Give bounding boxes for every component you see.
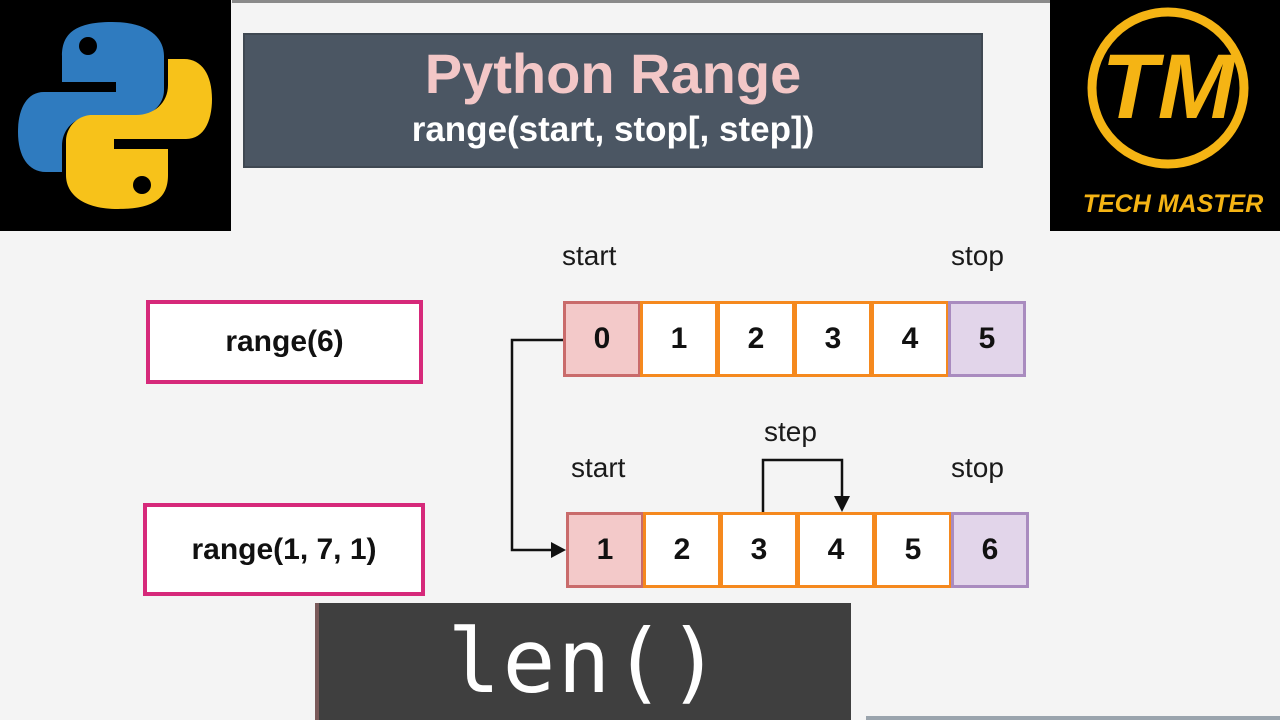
bottom-strip — [866, 716, 1280, 720]
techmaster-monogram: TM — [1102, 36, 1237, 138]
code-range-1-7-1: range(1, 7, 1) — [143, 503, 425, 596]
range-1-7-1-cells: 1 2 3 4 5 6 — [566, 512, 1029, 588]
cell: 5 — [948, 301, 1026, 377]
cell: 5 — [874, 512, 952, 588]
cell: 2 — [643, 512, 721, 588]
step-label: step — [764, 416, 817, 447]
range-signature: range(start, stop[, step]) — [411, 110, 815, 149]
techmaster-logo-icon: TM TECH MASTER — [1083, 7, 1264, 218]
python-logo-icon — [18, 22, 212, 209]
cell: 4 — [871, 301, 949, 377]
cell: 4 — [797, 512, 875, 588]
stop-label-2: stop — [951, 452, 1004, 483]
len-banner: len() — [315, 603, 851, 720]
techmaster-wordmark: TECH MASTER — [1083, 190, 1264, 218]
cell: 6 — [951, 512, 1029, 588]
stop-label-1: stop — [951, 240, 1004, 271]
start-label-1: start — [562, 240, 617, 271]
python-logo-tile — [0, 0, 231, 231]
title-banner: Python Range range(start, stop[, step]) — [243, 33, 983, 168]
top-divider — [232, 0, 1052, 3]
cell: 3 — [794, 301, 872, 377]
cell: 0 — [563, 301, 641, 377]
techmaster-logo-tile: TM TECH MASTER — [1050, 0, 1280, 231]
start-label-2: start — [571, 452, 626, 483]
len-function-label: len() — [447, 610, 723, 713]
page-title: Python Range — [424, 42, 802, 105]
cell: 1 — [566, 512, 644, 588]
code-range-6: range(6) — [146, 300, 423, 384]
cell: 1 — [640, 301, 718, 377]
step-arrow — [761, 458, 844, 512]
cell: 2 — [717, 301, 795, 377]
range-6-cells: 0 1 2 3 4 5 — [563, 301, 1026, 377]
cell: 3 — [720, 512, 798, 588]
